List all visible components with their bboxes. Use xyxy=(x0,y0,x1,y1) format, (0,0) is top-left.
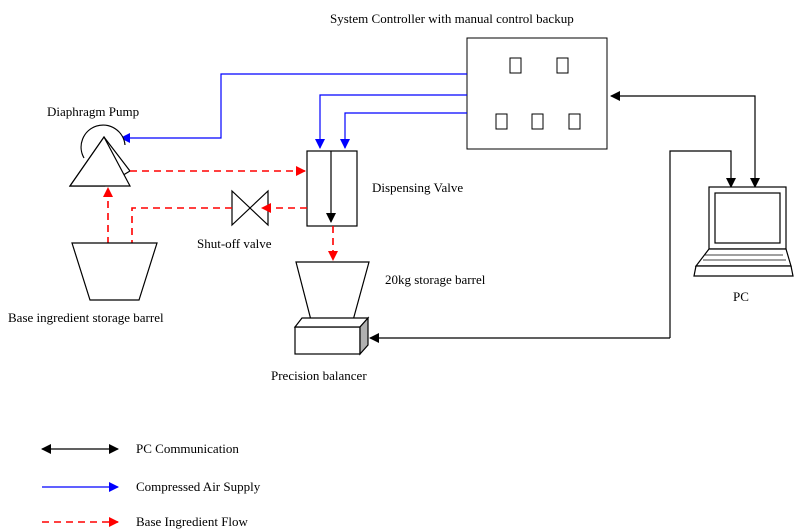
controller-label: System Controller with manual control ba… xyxy=(330,11,574,26)
air-supply-lines xyxy=(120,73,467,149)
storage-barrel-20kg xyxy=(295,261,370,325)
legend-flow-label: Base Ingredient Flow xyxy=(136,514,249,529)
pc-label: PC xyxy=(733,289,749,304)
base-barrel xyxy=(71,242,158,301)
legend: PC Communication Compressed Air Supply B… xyxy=(41,441,261,529)
legend-communication-label: PC Communication xyxy=(136,441,239,456)
storage-barrel-20kg-label: 20kg storage barrel xyxy=(385,272,486,287)
balancer-label: Precision balancer xyxy=(271,368,367,383)
diaphragm-pump xyxy=(68,124,131,187)
legend-air-label: Compressed Air Supply xyxy=(136,479,261,494)
shutoff-valve-label: Shut-off valve xyxy=(197,236,272,251)
system-controller xyxy=(466,37,608,150)
pump-label: Diaphragm Pump xyxy=(47,104,139,119)
shutoff-valve xyxy=(231,189,269,227)
dispensing-valve xyxy=(306,150,358,227)
dispensing-valve-label: Dispensing Valve xyxy=(372,180,463,195)
pc-laptop-icon xyxy=(693,186,794,277)
precision-balancer xyxy=(293,316,370,356)
base-barrel-label: Base ingredient storage barrel xyxy=(8,310,164,325)
pc-communication-lines xyxy=(369,91,760,343)
